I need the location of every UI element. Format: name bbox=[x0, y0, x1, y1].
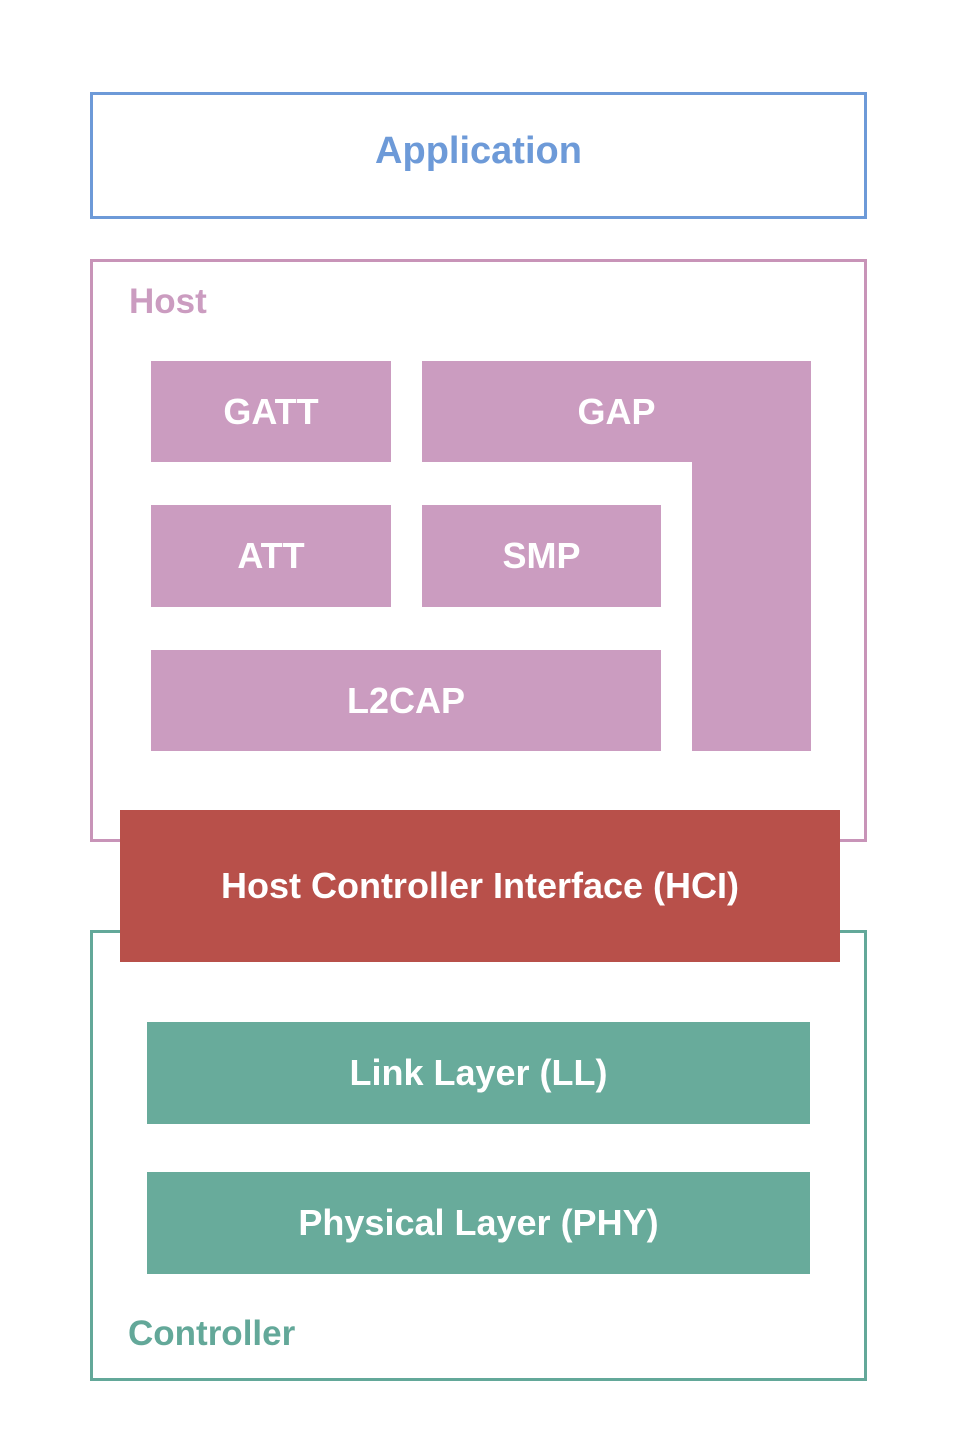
block-host-controller-interface: Host Controller Interface (HCI) bbox=[120, 810, 840, 962]
block-gap: GAP bbox=[422, 361, 811, 751]
block-gap-column bbox=[692, 462, 811, 751]
controller-layer-label: Controller bbox=[128, 1314, 296, 1353]
block-physical-layer: Physical Layer (PHY) bbox=[147, 1172, 810, 1274]
block-gap-label: GAP bbox=[422, 361, 811, 462]
block-smp: SMP bbox=[422, 505, 661, 607]
application-layer-box bbox=[90, 92, 867, 219]
block-att: ATT bbox=[151, 505, 391, 607]
application-layer-label: Application bbox=[375, 130, 582, 172]
block-l2cap: L2CAP bbox=[151, 650, 661, 751]
block-link-layer: Link Layer (LL) bbox=[147, 1022, 810, 1124]
block-gatt: GATT bbox=[151, 361, 391, 462]
host-layer-label: Host bbox=[129, 282, 207, 321]
